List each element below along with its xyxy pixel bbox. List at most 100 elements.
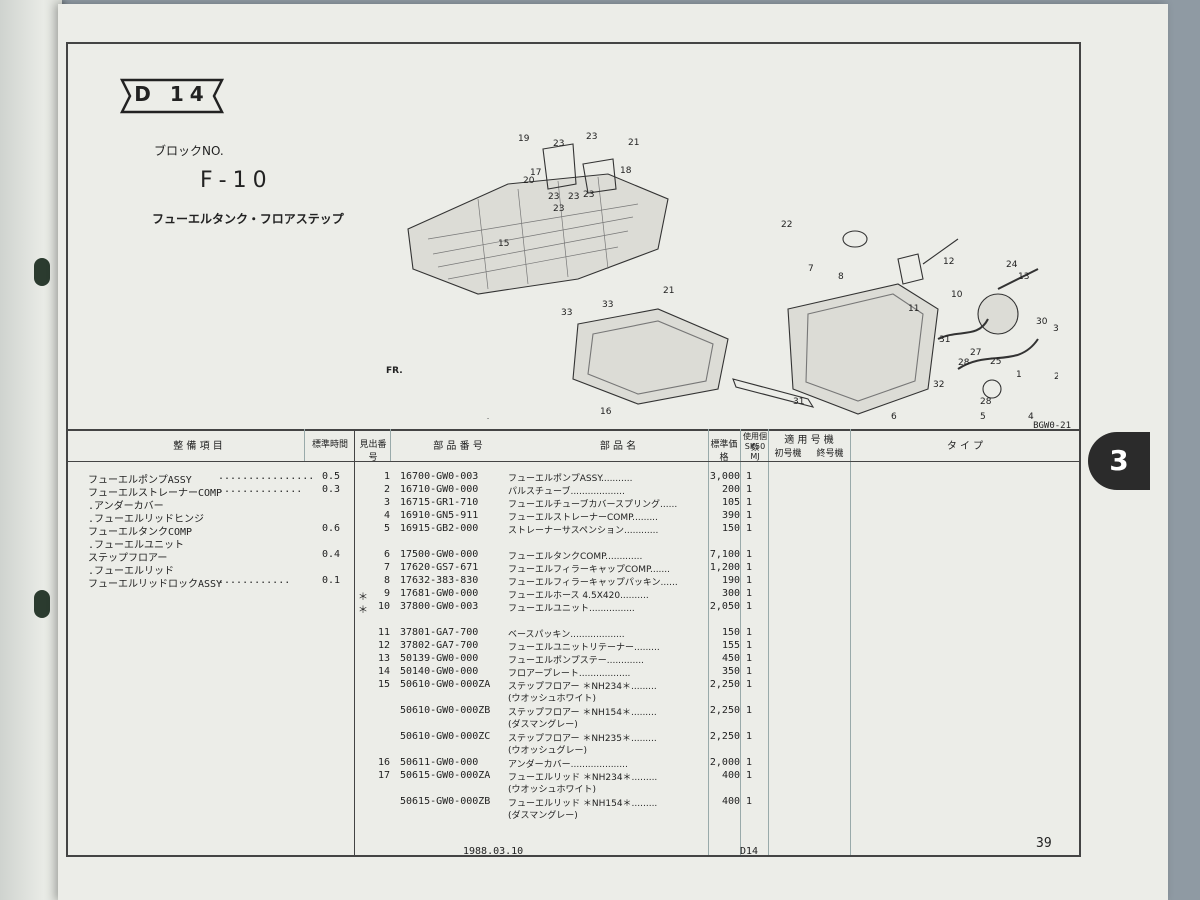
part-name: フューエルリッド ＊NH234＊......... <box>508 773 658 783</box>
labor-item-name: .アンダーカバー <box>88 501 164 512</box>
part-price: 2,250 <box>709 731 740 742</box>
part-number: 37802-GA7-700 <box>400 640 479 651</box>
callout-number: 13 <box>1018 272 1029 282</box>
part-price: 3,000 <box>709 471 740 482</box>
fuel-lid-drawing <box>542 143 577 190</box>
change-mark: ＊ <box>358 605 368 616</box>
part-price: 350 <box>721 666 740 677</box>
block-number: F-10 <box>200 168 273 193</box>
strainer-drawing <box>982 379 1002 399</box>
part-qty: 1 <box>746 497 753 508</box>
step-floor-grid <box>427 176 639 290</box>
part-price: 300 <box>721 588 740 599</box>
labor-item-row: .フューエルリッド <box>88 562 348 577</box>
part-row: 17 50615-GW0-000ZA フューエルリッド ＊NH234＊.......… <box>358 770 758 783</box>
part-number: 50610-GW0-000ZA <box>400 679 491 690</box>
chapter-tab: 3 <box>1088 432 1150 490</box>
part-price: 2,050 <box>709 601 740 612</box>
callout-number: 33 <box>561 308 572 318</box>
column-divider <box>354 429 355 855</box>
ref-number: 11 <box>377 627 390 638</box>
part-name: フューエルストレーナーCOMP......... <box>508 513 658 523</box>
part-qty: 1 <box>746 627 753 638</box>
callout-number: 12 <box>943 257 954 267</box>
ref-number: 1 <box>383 471 390 482</box>
fuel-hose-drawing <box>937 268 1039 370</box>
part-number: 17632-383-830 <box>400 575 479 586</box>
callout-number: 25 <box>990 357 1001 367</box>
labor-item-name: フューエルポンプASSY <box>88 475 192 486</box>
labor-item-name: .フューエルユニット <box>88 540 185 551</box>
part-qty: 1 <box>746 471 753 482</box>
labor-item-row: フューエルリッドロックASSY............0.1 <box>88 575 348 590</box>
ref-number: 14 <box>377 666 390 677</box>
ref-number: 17 <box>377 770 390 781</box>
callout-number: 30 <box>1036 317 1048 327</box>
part-qty: 1 <box>746 562 753 573</box>
ref-number: 8 <box>383 575 390 586</box>
part-qty: 1 <box>746 549 753 560</box>
part-qty: 1 <box>746 640 753 651</box>
part-name: フューエルタンクCOMP............. <box>508 552 643 562</box>
fuel-tank-drawing <box>787 283 939 415</box>
header-qty-mj: MJ <box>750 452 760 461</box>
part-price: 2,250 <box>709 679 740 690</box>
header-ref-no: 見出番号 <box>359 440 387 463</box>
part-price: 150 <box>721 627 740 638</box>
part-qty: 1 <box>746 796 753 807</box>
callout-number: 23 <box>553 139 564 149</box>
ref-number: 4 <box>383 510 390 521</box>
previous-page-edge <box>0 0 62 900</box>
issue-date: 1988.03.10 <box>463 846 524 857</box>
ref-number: 13 <box>377 653 390 664</box>
part-qty: 1 <box>746 757 753 768</box>
labor-item-name: フューエルタンクCOMP <box>88 527 193 538</box>
part-name: フューエルユニットリテーナー......... <box>508 643 660 653</box>
labor-item-row: .アンダーカバー <box>88 497 348 512</box>
header-price: 標準価格 <box>710 440 738 463</box>
exploded-parts-diagram: 1923212317201823232323221578121324291091… <box>407 132 1058 419</box>
part-name: フロアープレート.................. <box>508 669 631 679</box>
labor-item-dots: ................ <box>218 471 315 482</box>
part-name: アンダーカバー.................... <box>508 760 628 770</box>
part-qty: 1 <box>746 653 753 664</box>
ref-number: 2 <box>383 484 390 495</box>
callout-number: 23 <box>548 192 559 202</box>
part-price: 390 <box>721 510 740 521</box>
labor-item-name: フューエルリッドロックASSY <box>88 579 223 590</box>
part-price: 200 <box>721 484 740 495</box>
fuel-tank-inner <box>805 293 924 402</box>
direction-label: FR. <box>386 366 403 376</box>
color-note: (ウオッシュホワイト) <box>508 694 597 704</box>
part-qty: 1 <box>746 705 753 716</box>
part-number: 37801-GA7-700 <box>400 627 479 638</box>
part-number: 50615-GW0-000ZA <box>400 770 491 781</box>
part-number: 50139-GW0-000 <box>400 653 479 664</box>
part-number: 50610-GW0-000ZC <box>400 731 491 742</box>
fuel-pump-drawing <box>977 293 1019 335</box>
part-price: 190 <box>721 575 740 586</box>
part-name: フューエルホース 4.5X420.......... <box>508 591 649 601</box>
labor-item-time: 0.3 <box>322 484 341 495</box>
step-floor-drawing <box>407 173 669 295</box>
labor-item-time: 0.1 <box>322 575 341 586</box>
part-number: 50615-GW0-000ZB <box>400 796 491 807</box>
callout-number: 23 <box>568 192 579 202</box>
part-price: 155 <box>721 640 740 651</box>
callout-number: 18 <box>620 166 632 176</box>
callout-number: 3 <box>1053 324 1058 334</box>
section-label: D 14 <box>134 82 210 106</box>
block-title: フューエルタンク・フロアステップ <box>152 212 344 226</box>
part-number: 17620-GS7-671 <box>400 562 479 573</box>
part-name: フューエルユニット................ <box>508 604 635 614</box>
diagram-code: BGW0-21 <box>1033 421 1071 431</box>
